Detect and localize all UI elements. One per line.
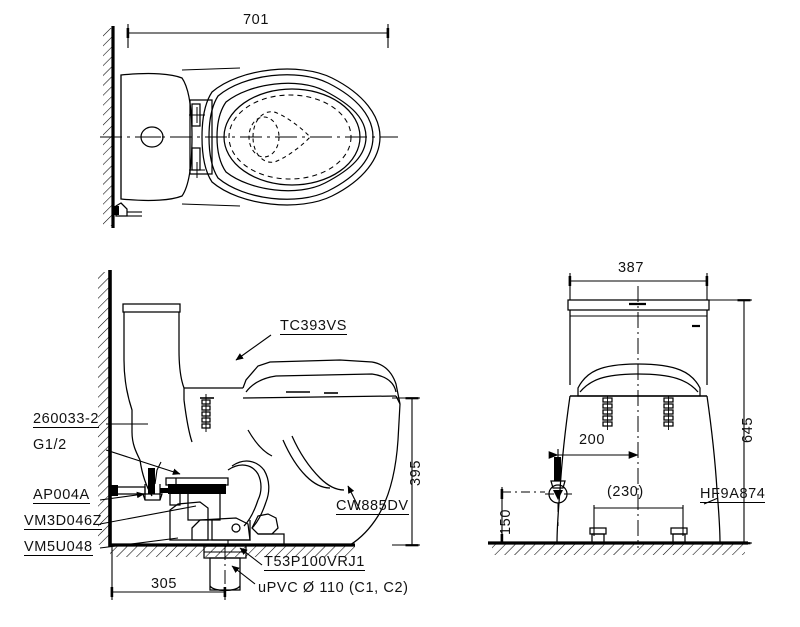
side-flange-right xyxy=(258,533,285,545)
side-base-outline xyxy=(191,517,251,541)
top-bowl-opening xyxy=(223,88,361,186)
front-view-group xyxy=(488,273,752,555)
front-base-left xyxy=(556,395,571,544)
dim-side-395: 395 xyxy=(408,460,424,486)
side-dimension-395 xyxy=(392,397,420,547)
dim-side-305: 305 xyxy=(151,576,177,592)
front-seat xyxy=(577,363,701,397)
side-hose-c xyxy=(243,499,259,527)
top-dimension-701 xyxy=(126,24,390,48)
side-trap-body xyxy=(251,513,279,535)
side-bowl-inner-c xyxy=(291,435,345,491)
front-supply-valve xyxy=(545,457,572,526)
front-floor-hatch xyxy=(492,543,745,555)
side-hose-b xyxy=(231,460,270,503)
label-260033-2: 260033-2 xyxy=(33,411,100,428)
front-anchor-left xyxy=(589,527,607,544)
top-wall-hatch xyxy=(103,28,113,226)
side-seat-line xyxy=(242,395,397,399)
label-tc393vs: TC393VS xyxy=(280,318,348,335)
side-hinge-bolt xyxy=(201,399,211,429)
top-sump-hidden xyxy=(248,116,280,158)
dim-front-150: 150 xyxy=(498,509,514,535)
label-vm5u048: VM5U048 xyxy=(24,539,93,556)
side-tank-lid xyxy=(122,303,181,313)
top-supply-fitting xyxy=(115,202,128,217)
dim-front-645: 645 xyxy=(740,417,756,443)
side-fill-valve xyxy=(165,477,229,486)
front-dimension-230 xyxy=(593,505,684,536)
front-seat-inner xyxy=(579,373,699,393)
side-dimension-305 xyxy=(110,547,227,600)
front-base-right xyxy=(706,395,721,544)
side-wall-hatch xyxy=(98,272,110,545)
dim-front-387: 387 xyxy=(618,260,644,276)
label-t53p100vrj1: T53P100VRJ1 xyxy=(264,554,365,571)
dim-front-200: 200 xyxy=(579,432,605,448)
front-anchor-right xyxy=(670,527,688,544)
side-valve-body xyxy=(142,493,163,501)
top-bowl-rim-hidden xyxy=(228,94,352,180)
top-seat-inner-edge xyxy=(216,82,367,192)
side-bowl-inner-b xyxy=(282,439,331,489)
side-tank-left xyxy=(123,312,141,461)
front-valve-leader xyxy=(703,497,719,505)
dim-top-701: 701 xyxy=(243,12,269,28)
side-seat-top xyxy=(242,359,401,405)
side-supply-riser xyxy=(148,468,155,494)
label-cw885dv: CW885DV xyxy=(336,498,409,515)
side-bowl-right xyxy=(349,403,401,546)
front-dimension-150 xyxy=(500,487,545,544)
side-hose-a xyxy=(227,464,262,501)
side-tank-right xyxy=(178,312,185,400)
top-tank-outline xyxy=(120,72,193,202)
side-stop-valve xyxy=(116,486,146,495)
top-seat-outer xyxy=(201,68,381,206)
label-hf9a874: HF9A874 xyxy=(700,486,766,503)
side-floor-hatch xyxy=(110,545,355,557)
label-vm3d046z: VM3D046Z xyxy=(24,513,103,530)
front-dimension-200 xyxy=(548,449,639,468)
side-view-group xyxy=(98,270,420,600)
side-leaders xyxy=(99,334,361,585)
side-bowl-left-upper xyxy=(183,399,193,443)
side-base-box xyxy=(211,520,251,541)
front-dimension-387 xyxy=(568,273,709,300)
side-bowl-inner-a xyxy=(247,429,273,457)
front-tank-lid xyxy=(567,299,710,311)
top-view-group xyxy=(100,24,398,228)
side-fill-valve-bar xyxy=(168,484,226,494)
front-bolt-left xyxy=(602,396,613,430)
dim-front-230: (230) xyxy=(607,484,644,500)
side-seat-ring xyxy=(245,373,397,393)
label-g12: G1/2 xyxy=(33,437,67,453)
top-hinge-plate xyxy=(189,99,213,175)
side-lower-box xyxy=(169,501,209,541)
top-trapway-hidden xyxy=(252,111,311,163)
front-bolt-right xyxy=(663,396,674,430)
label-upvc-drain: uPVC Ø 110 (C1, C2) xyxy=(258,580,409,596)
top-flush-button xyxy=(140,126,164,148)
top-seat-outer2 xyxy=(208,74,374,200)
label-ap004a: AP004A xyxy=(33,487,90,504)
